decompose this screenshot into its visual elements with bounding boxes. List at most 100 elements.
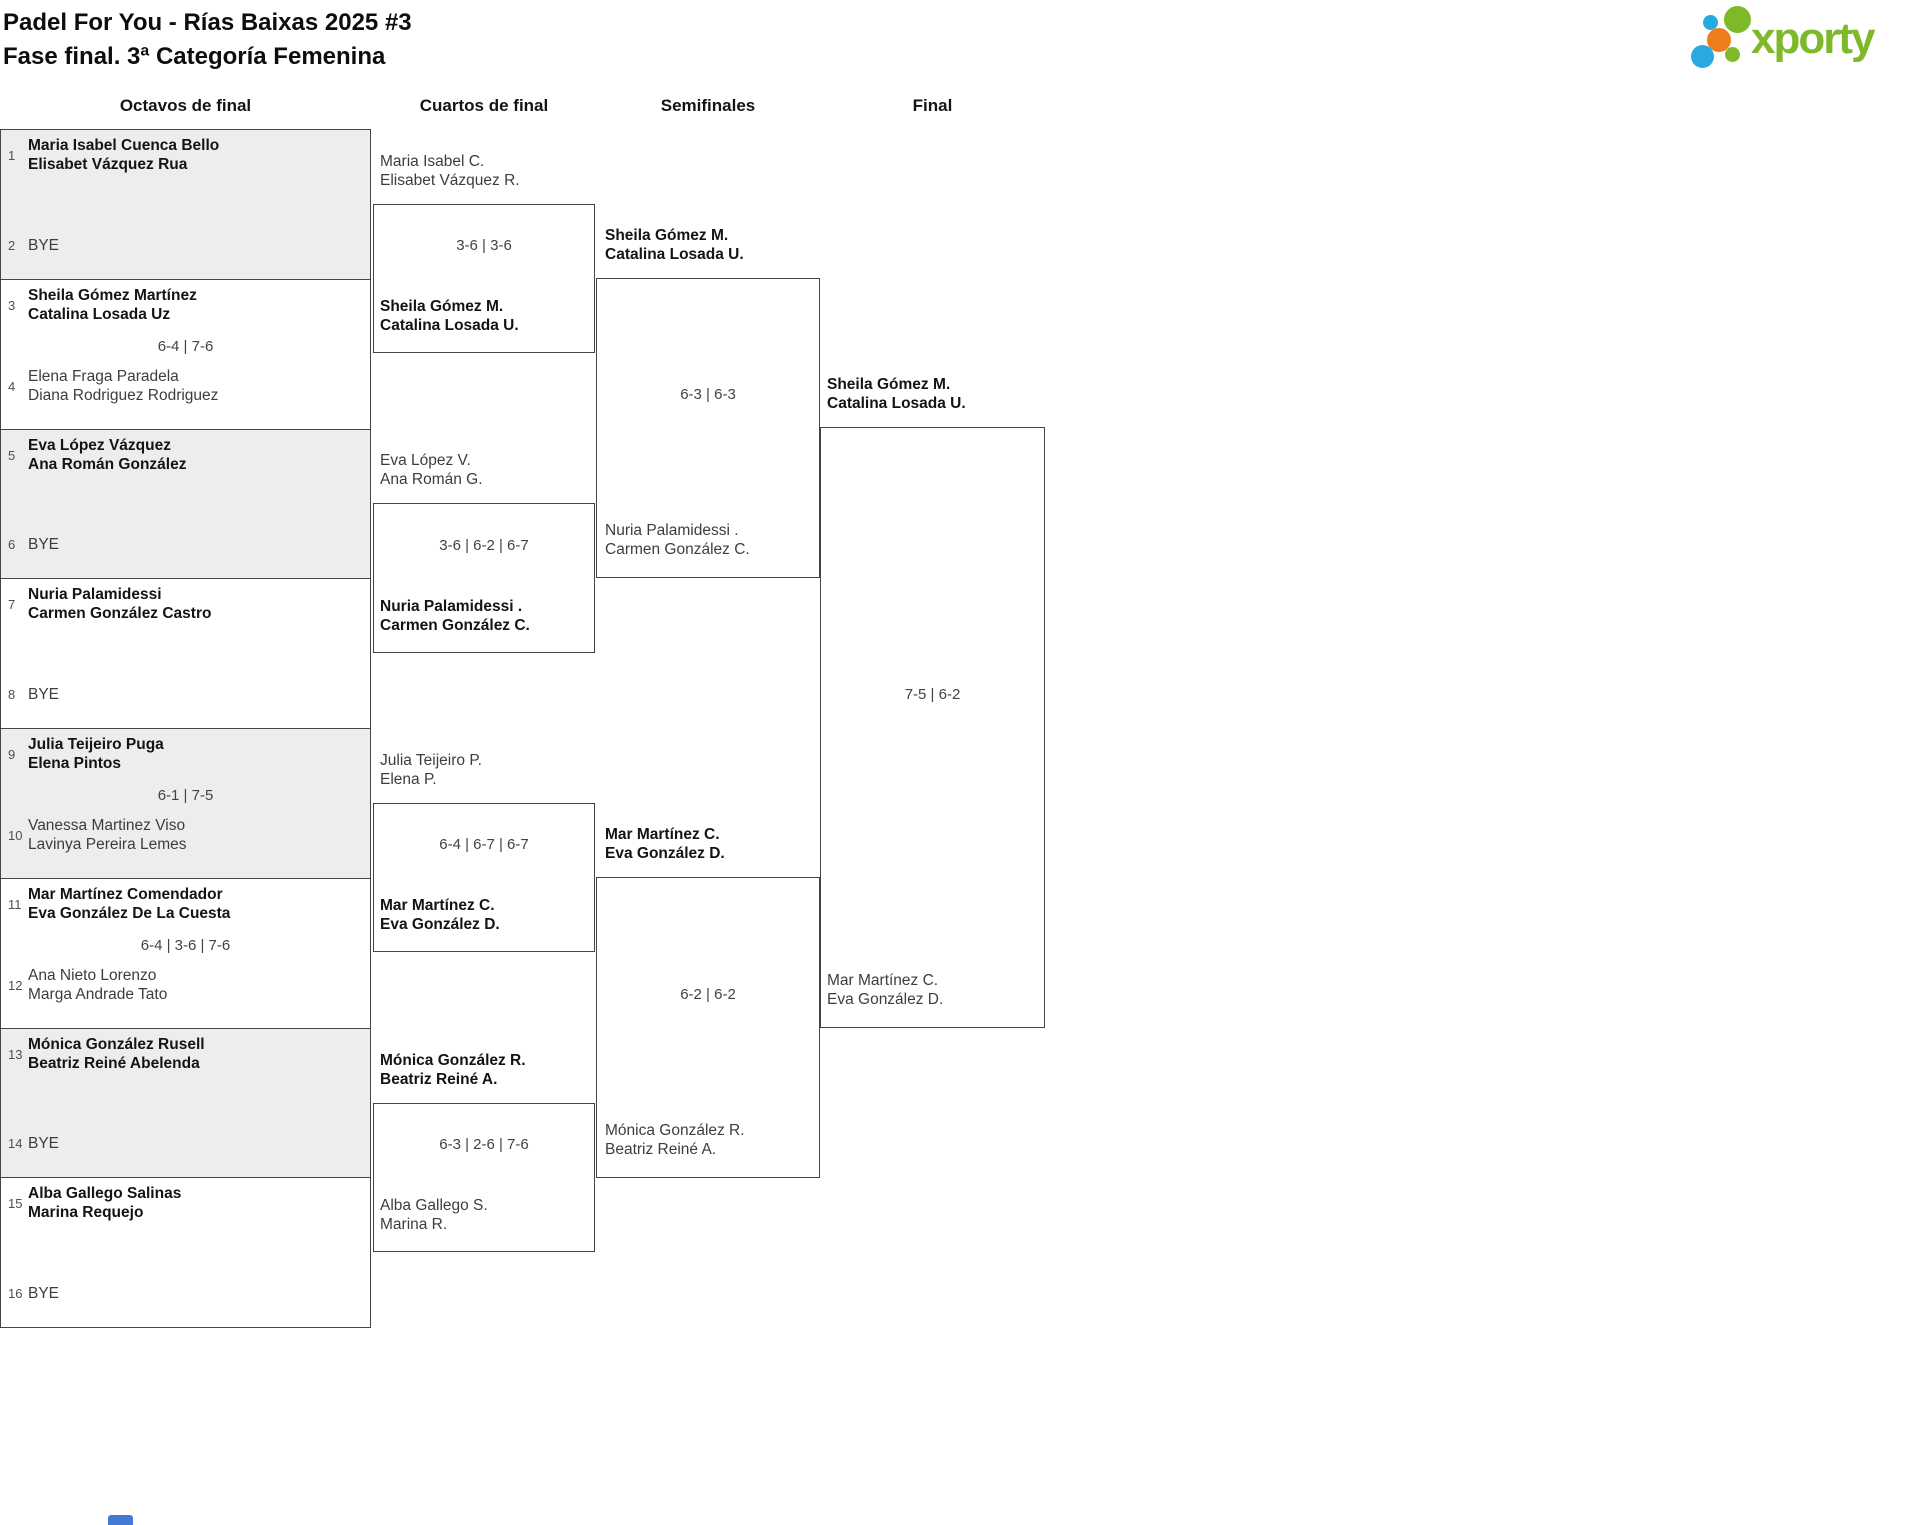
final-team2: Mar Martínez C. Eva González D.	[827, 971, 1039, 1009]
team-name-line: Eva González De La Cuesta	[28, 905, 231, 922]
team-name: BYE	[28, 535, 59, 554]
match-score: 6-1 | 7-5	[157, 786, 214, 804]
team-name-line: Beatriz Reiné A.	[605, 1141, 717, 1158]
r16-m6-team2: 12 Ana Nieto Lorenzo Marga Andrade Tato	[8, 966, 366, 1004]
r16-match-2: 3 Sheila Gómez Martínez Catalina Losada …	[0, 279, 371, 430]
team-name-line: Lavinya Pereira Lemes	[28, 836, 187, 853]
qf-match-3-box	[373, 803, 595, 952]
seed-number: 8	[8, 687, 16, 702]
r16-m5-team2: 10 Vanessa Martinez Viso Lavinya Pereira…	[8, 816, 366, 854]
logo-wordmark: xporty	[1751, 14, 1875, 63]
sf-match-2-box	[596, 877, 820, 1178]
seed-number: 2	[8, 238, 16, 253]
team-name-line: Maria Isabel C.	[380, 153, 485, 170]
seed-number: 9	[8, 746, 16, 762]
sf-match-1-box	[596, 278, 820, 578]
team-name-line: Carmen González C.	[380, 617, 530, 634]
match-score: 7-5 | 6-2	[904, 686, 961, 703]
team-name-line: Carmen González Castro	[28, 605, 212, 622]
qf-m3-team1: Julia Teijeiro P. Elena P.	[380, 751, 592, 789]
team-name: Mar Martínez Comendador Eva González De …	[28, 885, 230, 923]
team-name-line: Nuria Palamidessi	[28, 586, 162, 603]
team-name-line: Nuria Palamidessi .	[605, 522, 739, 539]
team-name-line: BYE	[28, 1135, 60, 1152]
team-name-line: Sheila Gómez Martínez	[28, 287, 197, 304]
team-name: Mónica González Rusell Beatriz Reiné Abe…	[28, 1035, 205, 1073]
team-name-line: BYE	[28, 1285, 60, 1302]
seed-number: 6	[8, 537, 16, 552]
seed-number: 16	[8, 1286, 23, 1301]
clipped-blue-element	[108, 1515, 133, 1525]
team-name-line: Sheila Gómez M.	[380, 298, 504, 315]
team-name-line: BYE	[28, 536, 60, 553]
team-name-line: Elena P.	[380, 771, 437, 788]
sf-m2-team2: Mónica González R. Beatriz Reiné A.	[605, 1121, 817, 1159]
qf-m1-team2: Sheila Gómez M. Catalina Losada U.	[380, 297, 592, 335]
team-name-line: Carmen González C.	[605, 541, 750, 558]
team-name: Elena Fraga Paradela Diana Rodriguez Rod…	[28, 367, 218, 405]
r16-match-7: 13 Mónica González Rusell Beatriz Reiné …	[0, 1028, 371, 1178]
page-subtitle: Fase final. 3ª Categoría Femenina	[3, 43, 386, 70]
logo-dot-green-small	[1725, 47, 1740, 62]
final-team1: Sheila Gómez M. Catalina Losada U.	[827, 375, 1039, 413]
team-name: Ana Nieto Lorenzo Marga Andrade Tato	[28, 966, 167, 1004]
team-name: Vanessa Martinez Viso Lavinya Pereira Le…	[28, 816, 187, 854]
match-score: 6-3 | 2-6 | 7-6	[439, 1136, 529, 1153]
qf-m3-team2: Mar Martínez C. Eva González D.	[380, 896, 592, 934]
team-name-line: Catalina Losada U.	[827, 395, 966, 412]
r16-m1-team2: 2 BYE	[8, 236, 366, 255]
seed-number: 5	[8, 447, 16, 463]
team-name: Nuria Palamidessi Carmen González Castro	[28, 585, 211, 623]
match-score: 6-2 | 6-2	[680, 986, 736, 1003]
team-name: Sheila Gómez Martínez Catalina Losada Uz	[28, 286, 197, 324]
r16-m7-team1: 13 Mónica González Rusell Beatriz Reiné …	[8, 1035, 366, 1073]
seed-number: 4	[8, 378, 16, 394]
team-name: Julia Teijeiro Puga Elena Pintos	[28, 735, 164, 773]
team-name-line: Mar Martínez C.	[827, 972, 939, 989]
seed-number: 15	[8, 1195, 23, 1211]
r16-m2-team2: 4 Elena Fraga Paradela Diana Rodriguez R…	[8, 367, 366, 405]
team-name-line: Catalina Losada Uz	[28, 306, 171, 323]
r16-match-6: 11 Mar Martínez Comendador Eva González …	[0, 878, 371, 1029]
team-name-line: Marina Requejo	[28, 1204, 144, 1221]
team-name-line: Catalina Losada U.	[380, 317, 519, 334]
r16-m3-team1: 5 Eva López Vázquez Ana Román González	[8, 436, 366, 474]
team-name-line: Eva López Vázquez	[28, 437, 171, 454]
match-score: 3-6 | 3-6	[456, 237, 512, 254]
team-name-line: Mar Martínez C.	[605, 826, 720, 843]
r16-match-5: 9 Julia Teijeiro Puga Elena Pintos 6-1 |…	[0, 728, 371, 879]
seed-number: 14	[8, 1136, 23, 1151]
team-name-line: Sheila Gómez M.	[827, 376, 951, 393]
r16-m6-team1: 11 Mar Martínez Comendador Eva González …	[8, 885, 366, 923]
team-name: BYE	[28, 1134, 59, 1153]
r16-m8-team2: 16 BYE	[8, 1284, 366, 1303]
team-name-line: Eva González D.	[605, 845, 725, 862]
logo-dot-green-large	[1724, 6, 1751, 33]
seed-number: 1	[8, 147, 16, 163]
team-name-line: Alba Gallego Salinas	[28, 1185, 182, 1202]
team-name-line: Maria Isabel Cuenca Bello	[28, 137, 220, 154]
r16-match-4: 7 Nuria Palamidessi Carmen González Cast…	[0, 578, 371, 729]
match-score: 6-4 | 3-6 | 7-6	[140, 936, 231, 954]
sf-m1-team2: Nuria Palamidessi . Carmen González C.	[605, 521, 817, 559]
match-score: 6-4 | 6-7 | 6-7	[439, 836, 529, 853]
team-name: Maria Isabel Cuenca Bello Elisabet Vázqu…	[28, 136, 219, 174]
column-header-cuartos: Cuartos de final	[419, 96, 549, 115]
r16-m4-team2: 8 BYE	[8, 685, 366, 704]
team-name-line: Mar Martínez Comendador	[28, 886, 223, 903]
xporty-logo[interactable]: xporty	[1685, 5, 1913, 75]
team-name: BYE	[28, 685, 59, 704]
column-header-final: Final	[912, 96, 953, 115]
r16-m7-team2: 14 BYE	[8, 1134, 366, 1153]
seed-number: 7	[8, 596, 16, 612]
team-name-line: Eva González D.	[380, 916, 500, 933]
r16-m8-team1: 15 Alba Gallego Salinas Marina Requejo	[8, 1184, 366, 1222]
qf-m1-team1: Maria Isabel C. Elisabet Vázquez R.	[380, 152, 592, 190]
qf-m2-team1: Eva López V. Ana Román G.	[380, 451, 592, 489]
logo-dot-blue-small	[1703, 15, 1718, 30]
final-match-box	[820, 427, 1045, 1028]
team-name: Eva López Vázquez Ana Román González	[28, 436, 186, 474]
seed-number: 11	[8, 896, 22, 912]
page-title: Padel For You - Rías Baixas 2025 #3	[3, 9, 412, 36]
